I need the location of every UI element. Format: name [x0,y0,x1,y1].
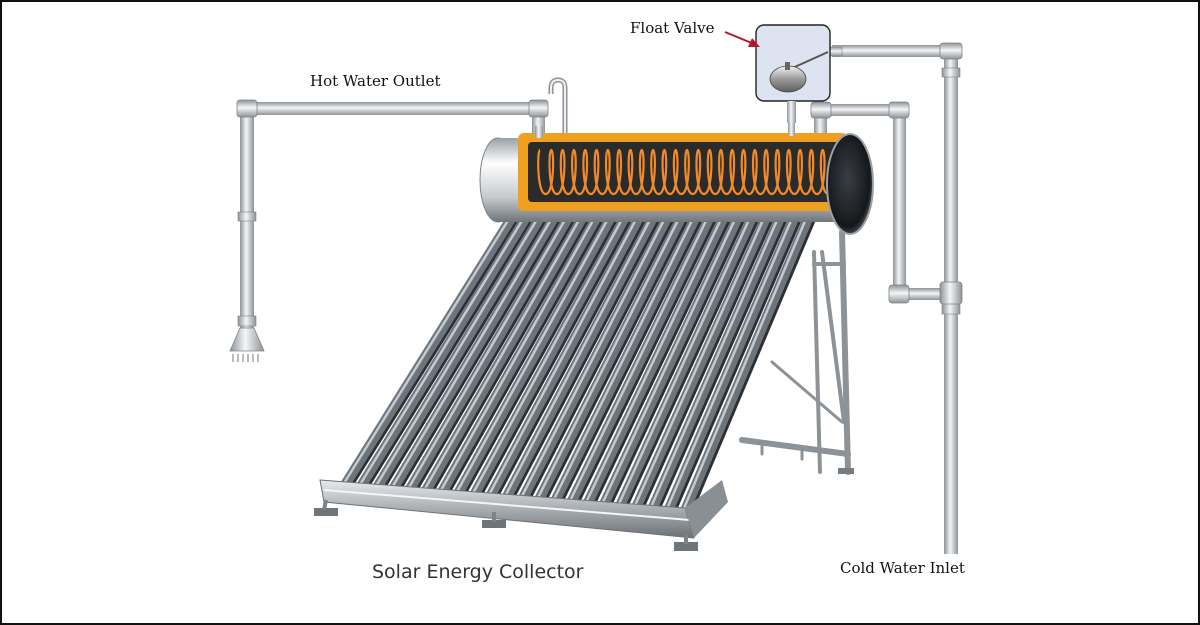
tube-highlight [467,213,626,502]
float-valve-pointer-arrow [724,31,760,47]
float-valve-assembly [755,24,831,123]
tube-highlight [549,213,697,507]
tube-highlight [517,213,669,505]
evacuated-tube [466,209,632,506]
water-drops [232,354,259,362]
evacuated-tube [662,209,801,518]
tube-highlight [451,213,612,501]
evacuated-tube [580,209,731,513]
evacuated-tube [597,209,745,514]
evacuated-tube [400,209,576,502]
evacuated-tube [449,209,618,505]
evacuated-tube [482,209,646,507]
cold-water-inlet-label: Cold Water Inlet [840,559,965,577]
elbow-fitting [528,99,549,118]
float-valve-label: Float Valve [630,19,715,37]
tube-highlight [337,213,514,494]
tube-highlight [353,213,528,495]
tube-highlight [435,213,598,500]
tube-highlight [386,213,556,497]
storage-tank [479,120,874,235]
tube-highlight [680,213,810,514]
evacuated-tube [433,209,604,504]
tube-highlight [582,213,725,509]
feed-pipe-top [817,104,901,116]
elbow-fitting [810,101,832,119]
valve-drop-pipe [787,101,796,123]
collector-bottom-rail [314,479,728,551]
tube-highlight [615,213,753,511]
support-stand [739,229,854,475]
inlet-pipe-top [832,45,956,57]
tee-fitting [939,281,963,305]
evacuated-tube [515,209,675,509]
shower-head-icon [229,327,265,352]
solar-energy-collector-caption: Solar Energy Collector [372,561,584,583]
pipe-coupling [237,315,257,327]
evacuated-tube [564,209,717,512]
tube-highlight [647,213,781,513]
vent-pipe [548,77,568,142]
feed-pipe-bottom [898,288,950,300]
tee-fitting [888,284,910,304]
tank-outlet-nozzle [535,126,543,138]
evacuated-tube [646,209,787,517]
evacuated-tube [335,209,520,498]
evacuated-tube-array [335,208,818,520]
elbow-fitting [939,42,963,60]
outlet-pipe-horizontal [246,102,542,115]
elbow-fitting [236,99,258,118]
evacuated-tube [613,209,759,515]
feed-pipe-vertical [893,108,906,298]
tube-highlight [418,213,584,499]
tube-highlight [664,213,796,513]
elbow-fitting [888,101,910,119]
tank-end-cap-icon [826,133,874,235]
tank-inlet-nozzle [788,120,795,136]
evacuated-tube [629,209,773,516]
tube-highlight [500,213,655,504]
evacuated-tube [384,209,562,501]
hot-water-outlet-pipe [229,99,549,362]
hot-water-outlet-label: Hot Water Outlet [310,72,441,90]
heating-coil [537,148,837,196]
evacuated-tube [351,209,534,499]
evacuated-tube [531,209,689,510]
cold-water-inlet-pipe [810,42,963,554]
tube-highlight [631,213,767,512]
float-stem [785,62,790,70]
evacuated-tube [547,209,703,511]
evacuated-tube [498,209,660,508]
evacuated-tube [678,209,815,519]
tube-highlight [402,213,570,498]
pipe-coupling [237,211,257,222]
tube-highlight [566,213,711,508]
tube-highlight [533,213,683,506]
evacuated-tube [417,209,590,503]
pipe-coupling [941,67,961,78]
tube-highlight [484,213,640,503]
tube-highlight [369,213,542,496]
evacuated-tube [367,209,548,500]
tube-highlight [598,213,739,510]
